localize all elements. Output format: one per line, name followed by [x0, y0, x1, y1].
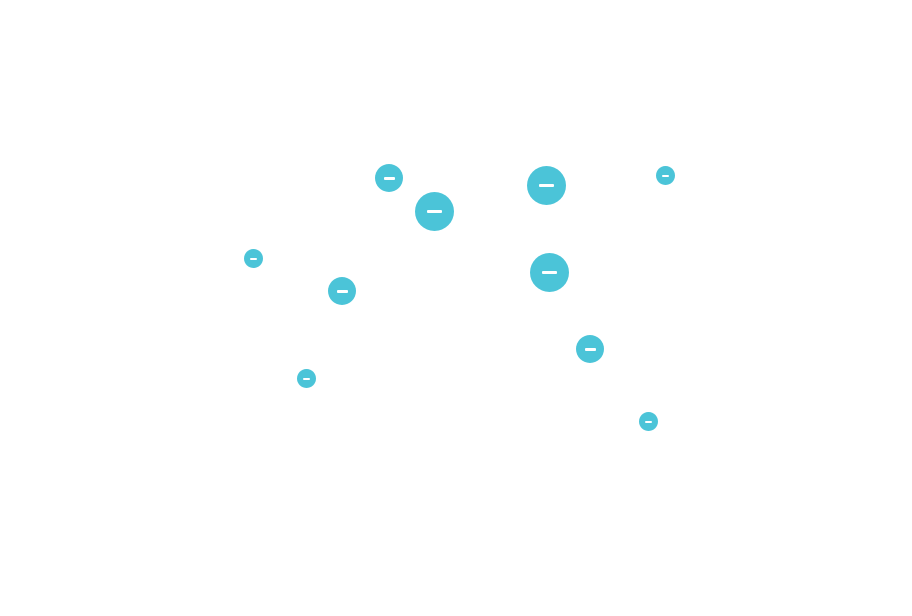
minus-icon	[250, 257, 257, 260]
cluster-marker-4[interactable]	[656, 166, 675, 185]
cluster-marker-6[interactable]	[328, 277, 356, 305]
minus-icon	[383, 176, 395, 180]
cluster-marker-7[interactable]	[530, 253, 569, 292]
cluster-marker-9[interactable]	[297, 369, 316, 388]
minus-icon	[584, 347, 596, 351]
minus-icon	[662, 174, 669, 177]
cluster-marker-10[interactable]	[639, 412, 658, 431]
cluster-marker-2[interactable]	[415, 192, 454, 231]
minus-icon	[427, 210, 442, 213]
minus-icon	[303, 377, 310, 380]
minus-icon	[336, 289, 348, 293]
cluster-marker-3[interactable]	[527, 166, 566, 205]
cluster-marker-1[interactable]	[375, 164, 403, 192]
minus-icon	[645, 420, 652, 423]
cluster-marker-8[interactable]	[576, 335, 604, 363]
minus-icon	[539, 184, 554, 187]
minus-icon	[542, 271, 557, 274]
cluster-marker-5[interactable]	[244, 249, 263, 268]
